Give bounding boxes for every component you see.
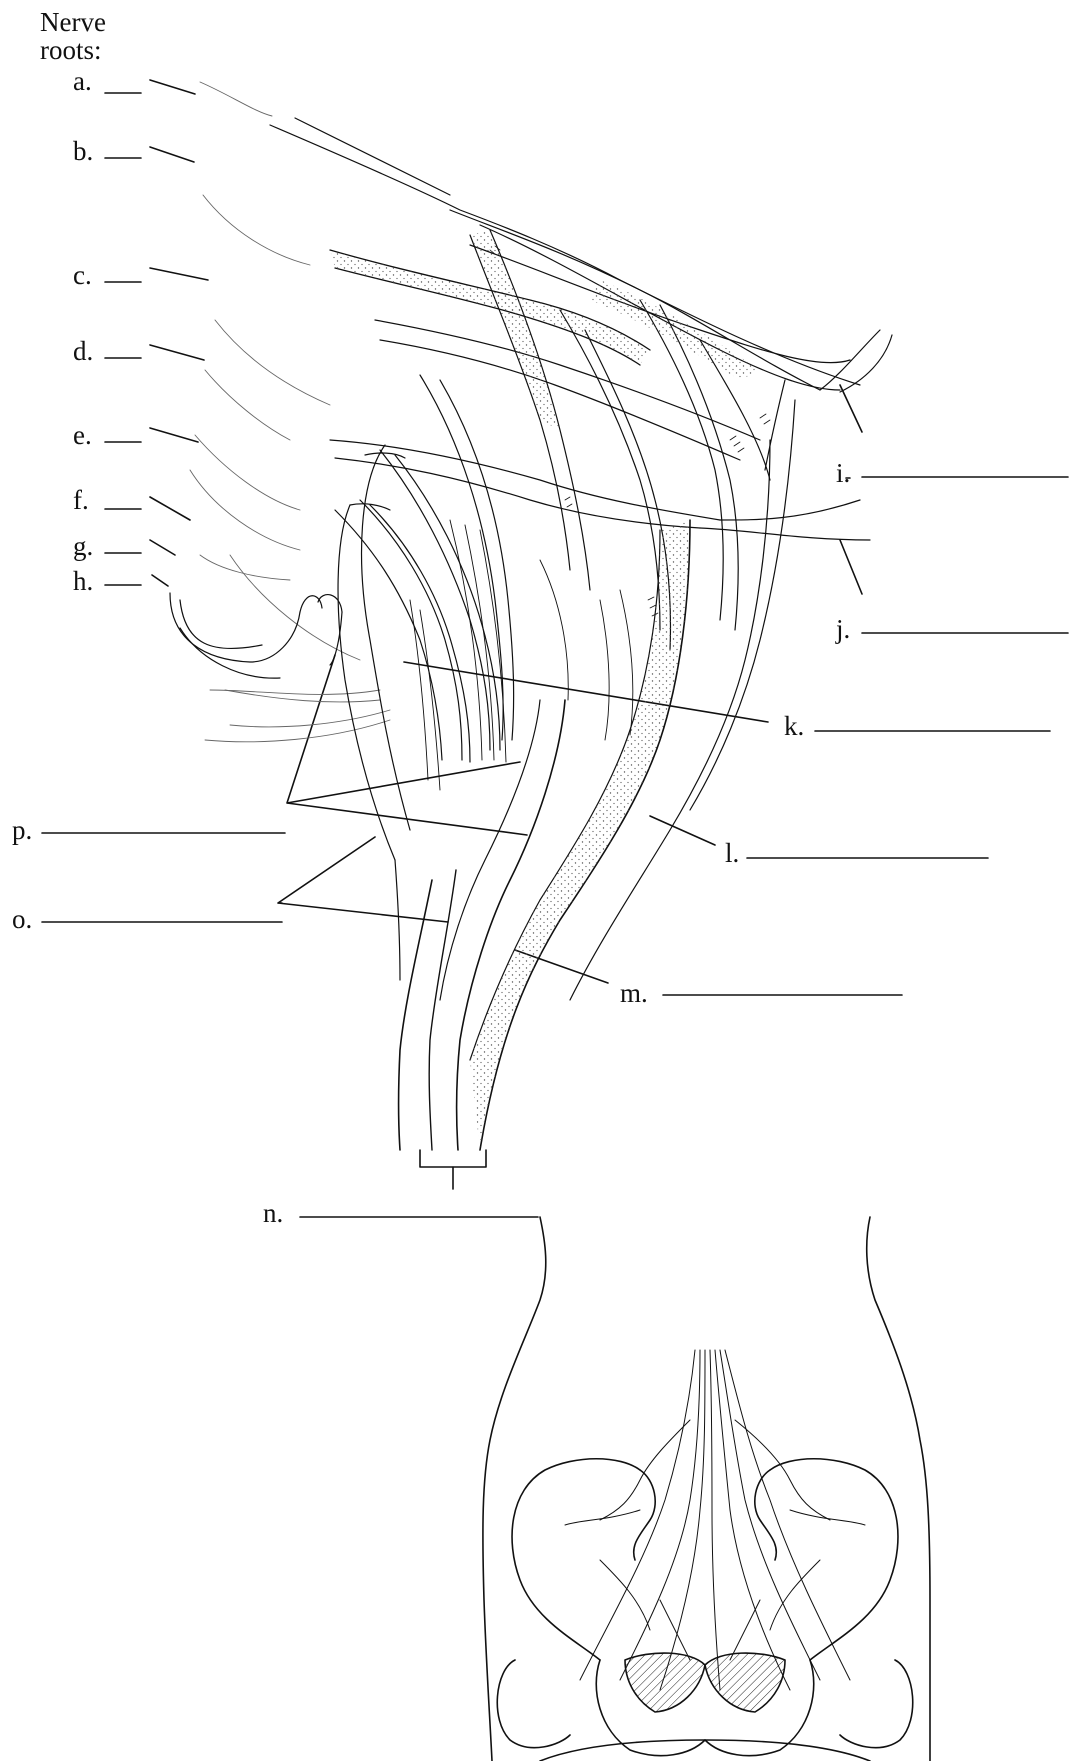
pelvis-figure	[483, 1217, 930, 1761]
plexus-upper	[170, 82, 892, 1150]
stipple-regions	[330, 230, 760, 1150]
